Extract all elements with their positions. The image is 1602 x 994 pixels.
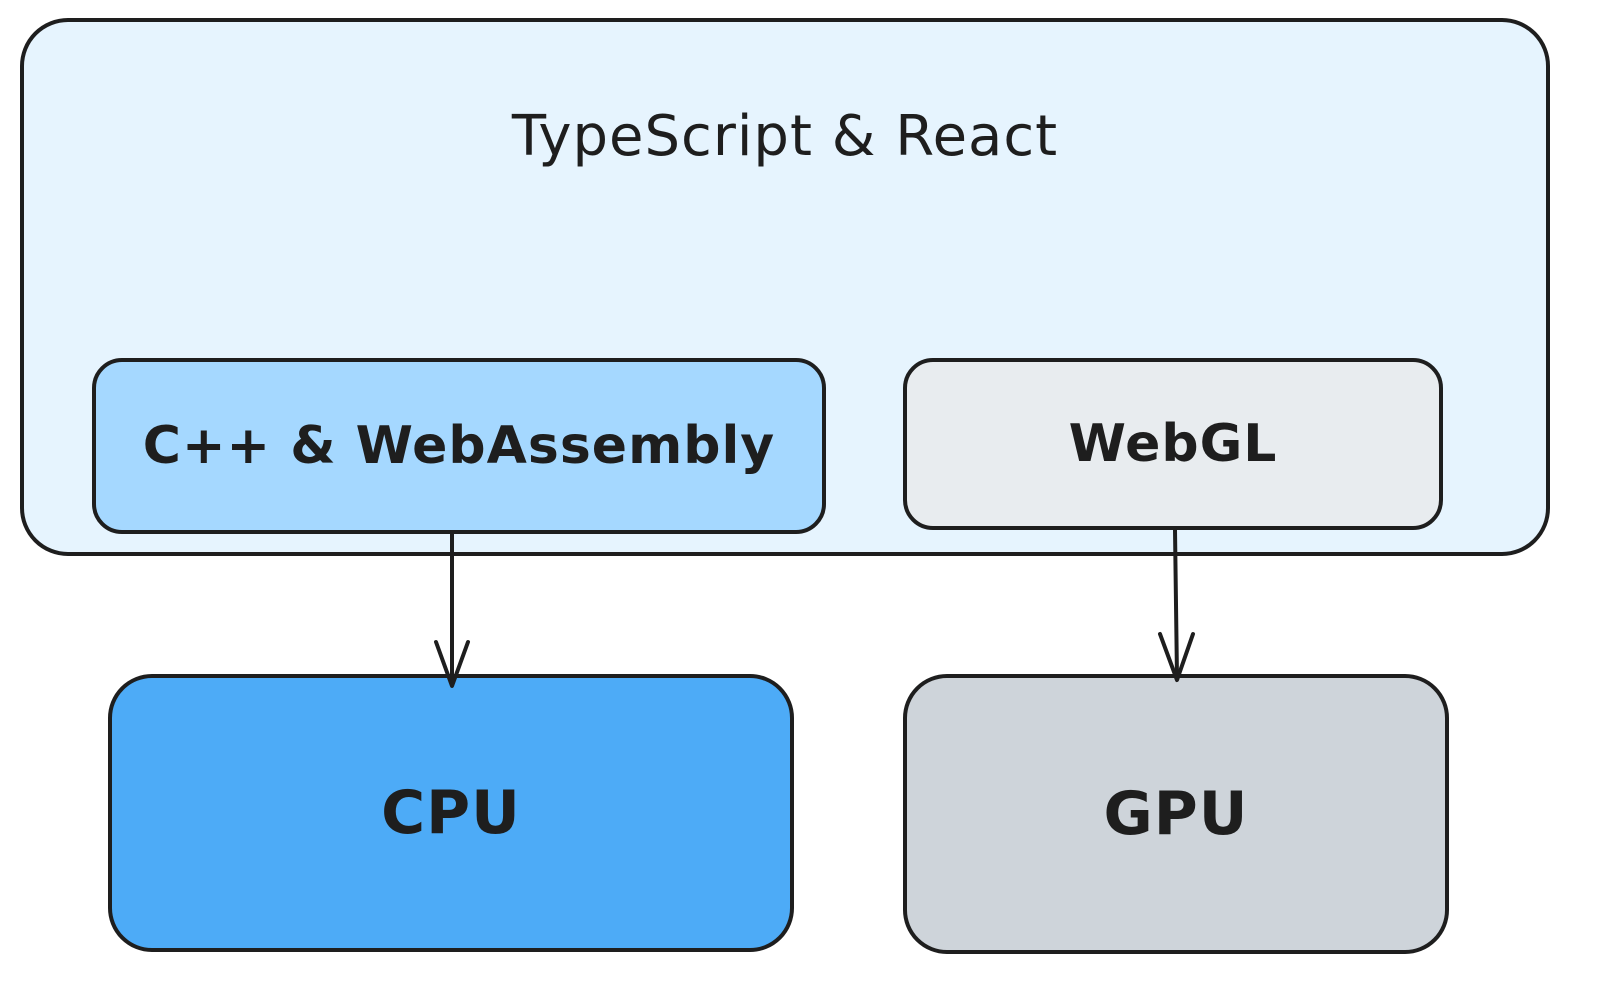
cpp-webassembly-node: C++ & WebAssembly: [92, 358, 826, 534]
typescript-react-label: TypeScript & React: [511, 104, 1059, 169]
gpu-label: GPU: [1103, 779, 1249, 849]
cpu-node: CPU: [108, 674, 794, 952]
gpu-node: GPU: [903, 674, 1449, 954]
webgl-label: WebGL: [1068, 414, 1278, 474]
cpp-webassembly-label: C++ & WebAssembly: [142, 416, 776, 476]
cpu-label: CPU: [381, 778, 521, 848]
arrow-wasm-to-cpu: [434, 532, 470, 688]
webgl-node: WebGL: [903, 358, 1443, 530]
